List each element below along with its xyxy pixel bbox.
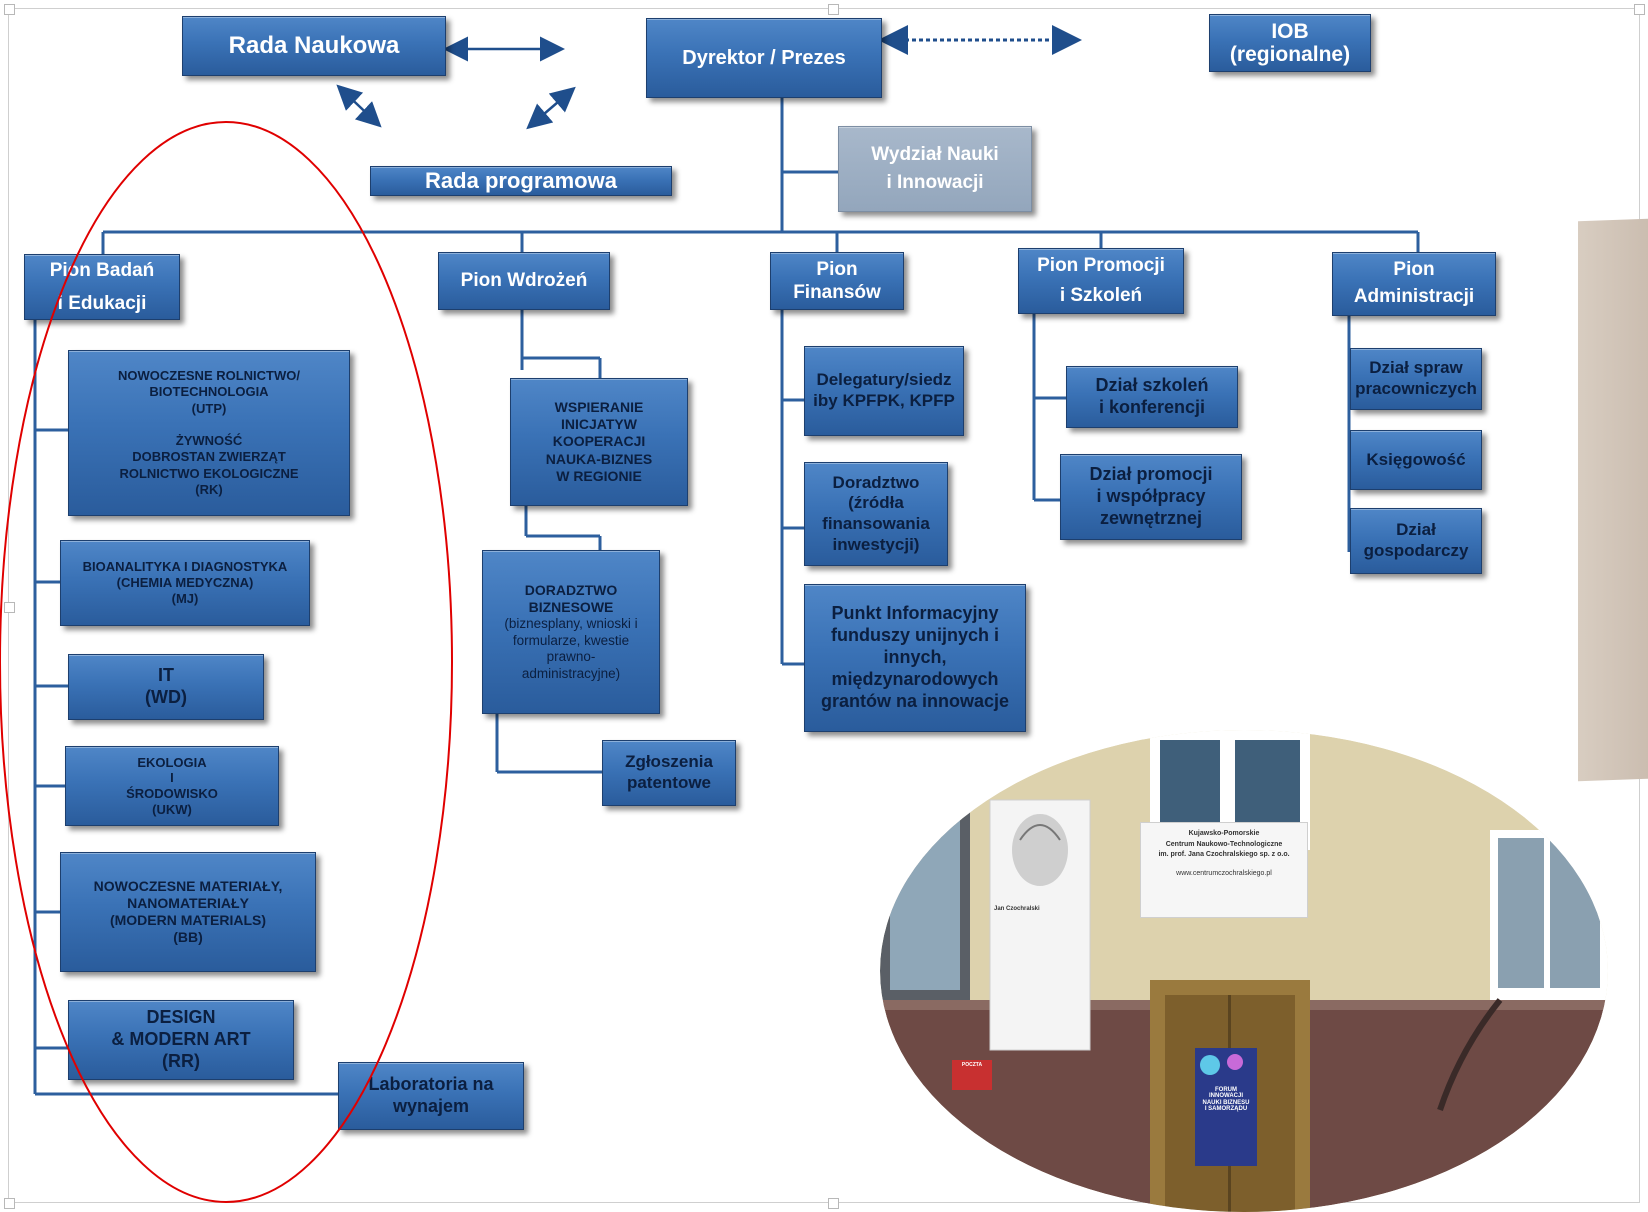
zgloszenia-label: Zgłoszenia patentowe xyxy=(625,752,713,792)
finansow-item-label: Delegatury/siedz iby KPFPK, KPFP xyxy=(813,370,955,410)
wspieranie-box: WSPIERANIE INICJATYW KOOPERACJI NAUKA-BI… xyxy=(510,378,688,506)
poster-caption: FORUM INNOWACJI NAUKI BIZNESU I SAMORZĄD… xyxy=(1196,1080,1256,1113)
doradztwo-biznesowe-box: DORADZTWO BIZNESOWE (biznesplany, wniosk… xyxy=(482,550,660,714)
promocji-item-label: Dział szkoleń i konferencji xyxy=(1095,375,1209,417)
pion-administracji-label: Pion Administracji xyxy=(1353,259,1475,307)
promocji-item-label: Dział promocji i współpracy zewnętrznej xyxy=(1089,464,1213,528)
mailbox-caption: POCZTA xyxy=(952,1062,992,1068)
pion-finansow-label: Pion Finansów xyxy=(793,258,881,303)
building-illustration xyxy=(880,730,1608,1212)
dyrektor-label: Dyrektor / Prezes xyxy=(682,46,846,69)
administracji-item-label: Dział spraw pracowniczych xyxy=(1355,358,1477,398)
finansow-item-label: Doradztwo (źródła finansowania inwestycj… xyxy=(822,472,930,554)
rada-programowa-label: Rada programowa xyxy=(425,167,617,193)
laboratoria-label: Laboratoria na wynajem xyxy=(368,1074,494,1116)
administracji-item-kadry: Dział spraw pracowniczych xyxy=(1350,348,1482,410)
pion-promocji-label: Pion Promocji i Szkoleń xyxy=(1037,254,1165,306)
badan-item-it: IT (WD) xyxy=(68,654,264,720)
badan-item-design: DESIGN & MODERN ART (RR) xyxy=(68,1000,294,1080)
portrait-name: Jan Czochralski xyxy=(994,906,1040,912)
pion-badan-box: Pion Badań i Edukacji xyxy=(24,254,180,320)
pion-promocji-box: Pion Promocji i Szkoleń xyxy=(1018,248,1184,314)
pion-administracji-box: Pion Administracji xyxy=(1332,252,1496,316)
dyrektor-box: Dyrektor / Prezes xyxy=(646,18,882,98)
administracji-item-label: Księgowość xyxy=(1366,449,1466,469)
badan-item-label: IT (WD) xyxy=(145,665,187,707)
building-photo: Kujawsko-Pomorskie Centrum Naukowo-Techn… xyxy=(880,730,1608,1212)
finansow-item-punkt: Punkt Informacyjny funduszy unijnych i i… xyxy=(804,584,1026,732)
rada-naukowa-label: Rada Naukowa xyxy=(228,32,400,60)
zgloszenia-box: Zgłoszenia patentowe xyxy=(602,740,736,806)
sign-line-3: im. prof. Jana Czochralskiego sp. z o.o. xyxy=(1158,851,1290,858)
resize-handle-top-right[interactable] xyxy=(1634,4,1645,15)
doradztwo-biznesowe-title: DORADZTWO BIZNESOWE xyxy=(524,581,618,616)
sign-url: www.centrumczochralskiego.pl xyxy=(1176,869,1272,877)
administracji-item-gospodarczy: Dział gospodarczy xyxy=(1350,508,1482,574)
promocji-item-szkolen: Dział szkoleń i konferencji xyxy=(1066,366,1238,428)
badan-item-rolnictwo: NOWOCZESNE ROLNICTWO/ BIOTECHNOLOGIA (UT… xyxy=(68,350,350,516)
finansow-item-delegatury: Delegatury/siedz iby KPFPK, KPFP xyxy=(804,346,964,436)
rada-naukowa-box: Rada Naukowa xyxy=(182,16,446,76)
pion-badan-label: Pion Badań i Edukacji xyxy=(49,259,155,314)
finansow-item-label: Punkt Informacyjny funduszy unijnych i i… xyxy=(820,603,1010,711)
badan-item-label: NOWOCZESNE MATERIAŁY, NANOMATERIAŁY (MOD… xyxy=(93,877,283,946)
poster-text: FORUM INNOWACJI NAUKI BIZNESU I SAMORZĄD… xyxy=(1202,1086,1250,1113)
badan-item-label: BIOANALITYKA I DIAGNOSTYKA (CHEMIA MEDYC… xyxy=(82,559,288,606)
wspieranie-label: WSPIERANIE INICJATYW KOOPERACJI NAUKA-BI… xyxy=(545,399,653,484)
sign-line-1: Kujawsko-Pomorskie xyxy=(1188,830,1260,837)
badan-item-label: DESIGN & MODERN ART (RR) xyxy=(111,1007,251,1071)
mailbox-text: POCZTA xyxy=(961,1062,983,1068)
finansow-item-doradztwo: Doradztwo (źródła finansowania inwestycj… xyxy=(804,462,948,566)
badan-item-materialy: NOWOCZESNE MATERIAŁY, NANOMATERIAŁY (MOD… xyxy=(60,852,316,972)
wydzial-label: Wydział Nauki i Innowacji xyxy=(871,144,999,193)
pion-finansow-box: Pion Finansów xyxy=(770,252,904,310)
laboratoria-box: Laboratoria na wynajem xyxy=(338,1062,524,1130)
doradztwo-biznesowe-detail: (biznesplany, wnioski i formularze, kwes… xyxy=(504,616,638,681)
wydzial-box: Wydział Nauki i Innowacji xyxy=(838,126,1032,212)
resize-handle-bottom-center[interactable] xyxy=(828,1198,839,1209)
iob-label: IOB (regionalne) xyxy=(1229,19,1351,66)
iob-box: IOB (regionalne) xyxy=(1209,14,1371,72)
rada-programowa-box: Rada programowa xyxy=(370,166,672,196)
pion-wdrozen-label: Pion Wdrożeń xyxy=(460,270,588,292)
administracji-item-label: Dział gospodarczy xyxy=(1363,520,1469,560)
portrait-caption: Jan Czochralski xyxy=(994,906,1086,912)
badan-item-label: NOWOCZESNE ROLNICTWO/ BIOTECHNOLOGIA (UT… xyxy=(118,368,300,497)
photo-sign: Kujawsko-Pomorskie Centrum Naukowo-Techn… xyxy=(1140,822,1308,918)
resize-handle-top-center[interactable] xyxy=(828,4,839,15)
badan-item-bioanalityka: BIOANALITYKA I DIAGNOSTYKA (CHEMIA MEDYC… xyxy=(60,540,310,626)
sign-line-2: Centrum Naukowo-Technologiczne xyxy=(1165,840,1283,848)
administracji-item-ksiegowosc: Księgowość xyxy=(1350,430,1482,490)
badan-item-ekologia: EKOLOGIA I ŚRODOWISKO (UKW) xyxy=(65,746,279,826)
badan-item-label: EKOLOGIA I ŚRODOWISKO (UKW) xyxy=(126,754,218,817)
resize-handle-top-left[interactable] xyxy=(4,4,15,15)
promocji-item-promocji: Dział promocji i współpracy zewnętrznej xyxy=(1060,454,1242,540)
pion-wdrozen-box: Pion Wdrożeń xyxy=(438,252,610,310)
